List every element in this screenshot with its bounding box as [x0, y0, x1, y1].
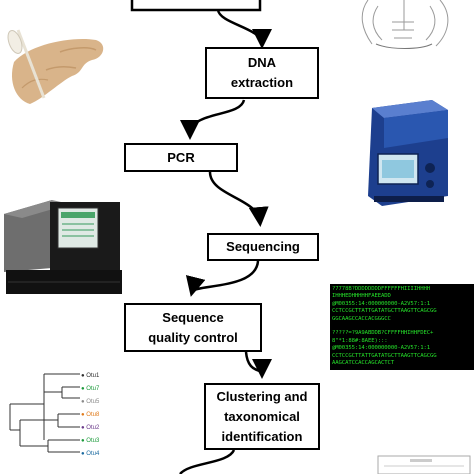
- swab-hand-image: [7, 29, 104, 104]
- arrow-to-next-step: [179, 449, 236, 474]
- arrow-to-clustering: [244, 351, 272, 379]
- previous-step-box: [130, 0, 262, 12]
- sequence-line: 8"*1:88#:8AEE):::: [332, 337, 388, 344]
- sequence-line: @M00355:14:000000000-A2V57:1:1: [332, 345, 431, 352]
- step-label: Sequence quality control: [148, 309, 238, 345]
- sequence-line: AAGCATCCACCAGCACTCT: [332, 360, 395, 367]
- step-label: Clustering and taxonomical identificatio…: [216, 388, 308, 444]
- step-label: Sequencing: [226, 239, 300, 254]
- sequencer-image: [4, 200, 122, 294]
- tree-leaf-label: ● Otu3: [81, 438, 100, 444]
- sequence-line: CCTCCGCTTATTGATATGCTTAAGTTCAGCGG: [332, 352, 437, 359]
- sequence-line: @M00355:14:000000000-A2V57:1:1: [332, 300, 431, 307]
- arrow-to-pcr: [180, 99, 246, 140]
- tree-leaf-label: ● Otu5: [81, 399, 100, 405]
- sequence-line: [332, 323, 437, 330]
- step-clustering: Clustering and taxonomical identificatio…: [204, 383, 320, 450]
- step-label: PCR: [167, 149, 195, 165]
- arrow-to-quality-control: [186, 260, 260, 297]
- step-sequencing: Sequencing: [207, 233, 319, 261]
- step-pcr: PCR: [124, 143, 238, 172]
- sequence-line: IHHHEDHHHHHFAEEADD: [332, 293, 391, 300]
- sequence-line: GGCAAGCCACCACGGGCC: [332, 315, 391, 322]
- chart-thumbnail-image: [377, 455, 471, 474]
- arrow-to-dna-extraction: [216, 9, 272, 49]
- sequence-line: ?????=?9A9ABDDB?CFFFFHHIHHFDEC+: [332, 330, 434, 337]
- lung-sketch-image: [361, 0, 449, 49]
- thermocycler-image: [368, 100, 448, 206]
- phylogenetic-tree-image: [9, 373, 80, 453]
- tree-leaf-label: ● Otu8: [81, 412, 100, 418]
- tree-leaf-label: ● Otu2: [81, 425, 100, 431]
- tree-leaf-label: ● Otu4: [81, 451, 100, 457]
- arrow-to-sequencing: [208, 171, 269, 227]
- step-quality-control: Sequence quality control: [124, 303, 262, 352]
- sequence-line: ?7778B?DDDDDDDDFFFFFFHIIIIHHHH: [332, 286, 431, 292]
- tree-labels: ● Otu1 ● Otu7 ● Otu5 ● Otu8 ● Otu2 ● Otu3 ● Ot…: [81, 370, 99, 461]
- tree-leaf-label: ● Otu7: [81, 386, 100, 392]
- sequence-line: CCTCCGCTTATTGATATGCTTAAGTTCAGCGG: [332, 308, 437, 315]
- tree-leaf-label: ● Otu1: [81, 373, 100, 379]
- step-label: DNA extraction: [230, 55, 294, 90]
- step-dna-extraction: DNA extraction: [205, 47, 319, 99]
